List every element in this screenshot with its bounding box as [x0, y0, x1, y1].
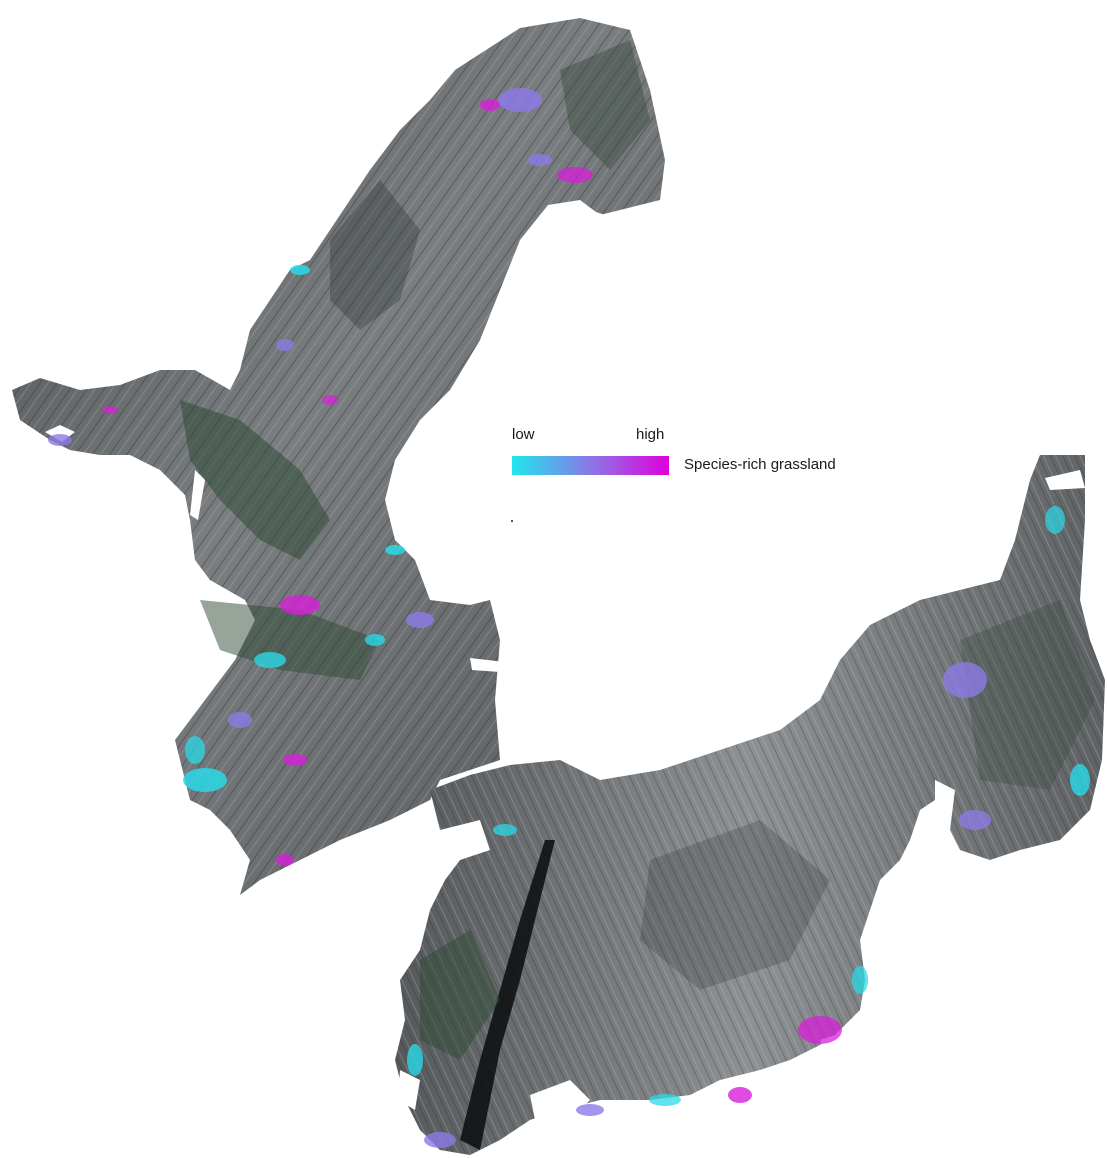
legend-gradient-bar — [512, 456, 669, 475]
legend-category-label: Species-rich grassland — [684, 456, 836, 473]
grassland-patches — [48, 88, 1090, 1148]
legend-low-label: low — [512, 426, 535, 443]
legend-high-label: high — [636, 426, 665, 443]
map-marker-dot — [511, 520, 513, 522]
